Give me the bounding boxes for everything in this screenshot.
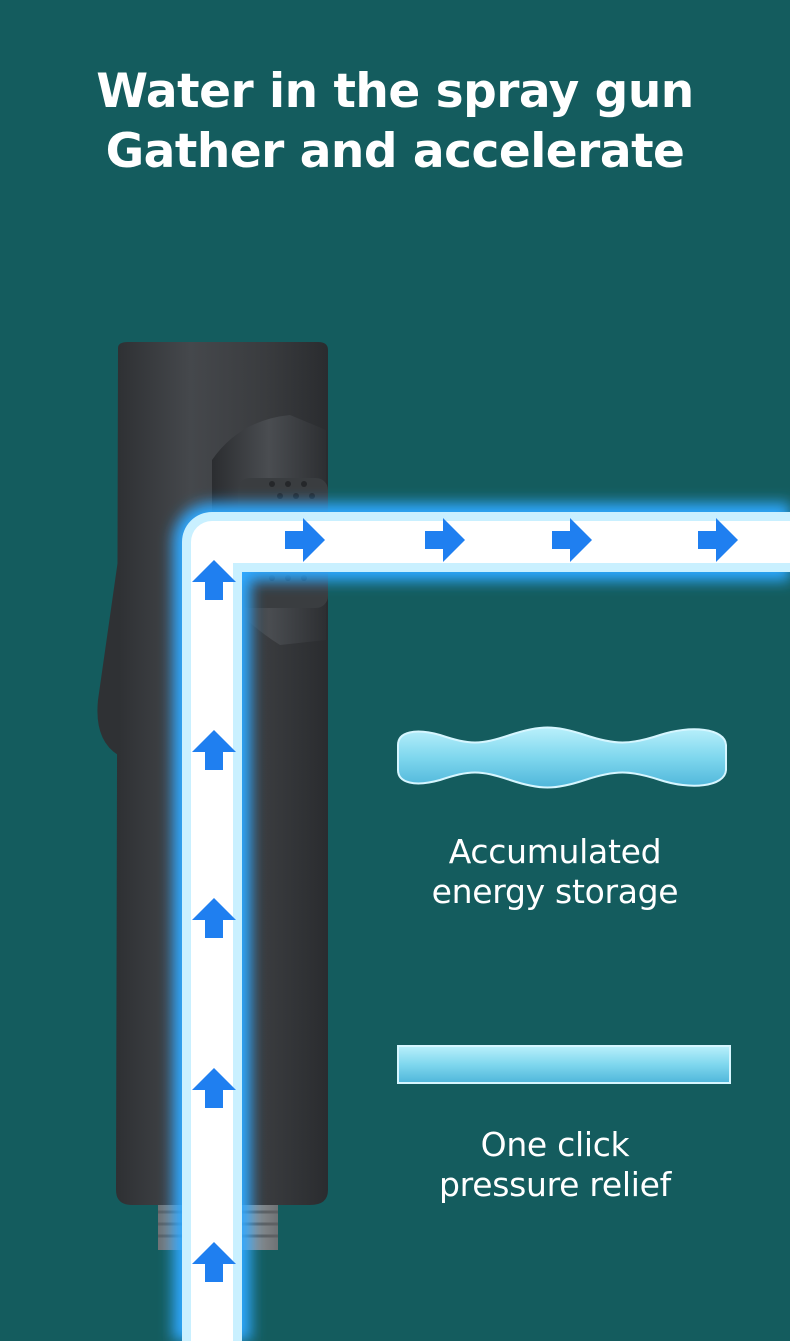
feature-caption-line-1: Accumulated	[448, 832, 662, 871]
up-arrow-icon	[192, 1242, 236, 1282]
headline-line-2: Gather and accelerate	[105, 124, 685, 179]
right-arrow-icon	[425, 518, 465, 562]
feature-caption-line-2: energy storage	[431, 872, 679, 911]
right-arrow-icon	[698, 518, 738, 562]
feature-caption-line-2: pressure relief	[439, 1165, 671, 1204]
feature-caption-pressure-relief: One click pressure relief	[390, 1125, 720, 1205]
feature-caption-line-1: One click	[480, 1125, 630, 1164]
up-arrow-icon	[192, 730, 236, 770]
headline: Water in the spray gun Gather and accele…	[0, 62, 790, 182]
wavy-water-bar-icon	[397, 726, 727, 789]
right-arrow-icon	[552, 518, 592, 562]
right-arrow-icon	[285, 518, 325, 562]
headline-line-1: Water in the spray gun	[96, 64, 694, 119]
up-arrow-icon	[192, 898, 236, 938]
flow-arrows	[192, 518, 738, 1282]
feature-caption-energy-storage: Accumulated energy storage	[390, 832, 720, 912]
up-arrow-icon	[192, 560, 236, 600]
flat-water-bar-icon	[397, 1045, 731, 1084]
up-arrow-icon	[192, 1068, 236, 1108]
